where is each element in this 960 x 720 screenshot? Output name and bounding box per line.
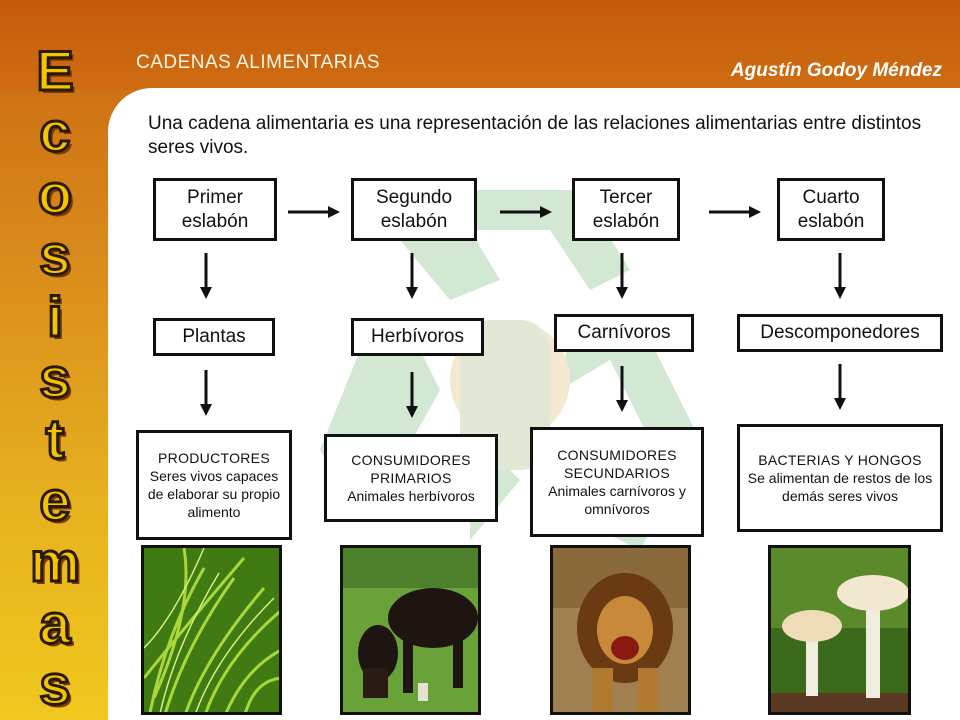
desc-text: Animales carnívoros y omnívoros (548, 483, 686, 517)
arrow-down-icon (834, 253, 846, 299)
arrow-down-icon (200, 253, 212, 299)
side-letter: s (38, 223, 72, 287)
side-letter: E (35, 39, 75, 102)
side-letter: o (36, 161, 73, 225)
side-letter: s (38, 652, 72, 716)
desc-text: Animales herbívoros (347, 488, 475, 504)
side-letter: i (46, 284, 64, 348)
desc-title: BACTERIAS Y HONGOS (758, 452, 922, 468)
side-letter: e (38, 468, 72, 532)
slide-title: CADENAS ALIMENTARIAS (136, 52, 381, 73)
arrow-down-icon (200, 370, 212, 416)
arrow-down-icon (616, 366, 628, 412)
arrow-down-icon (616, 253, 628, 299)
desc-box-consumidores-secundarios: CONSUMIDORES SECUNDARIOS Animales carnív… (530, 427, 704, 537)
desc-title: CONSUMIDORES SECUNDARIOS (557, 447, 677, 481)
author-name: Agustín Godoy Méndez (730, 60, 942, 81)
type-box-carnivoros: Carnívoros (554, 314, 694, 352)
side-letter: m (29, 530, 82, 594)
mushroom-photo (768, 545, 911, 715)
arrow-right-icon (709, 206, 761, 218)
grass-photo (141, 545, 282, 715)
desc-box-consumidores-primarios: CONSUMIDORES PRIMARIOS Animales herbívor… (324, 434, 498, 522)
side-letter: t (44, 407, 66, 471)
type-box-descomponedores: Descomponedores (737, 314, 943, 352)
arrow-down-icon (406, 372, 418, 418)
link-box-fourth: Cuarto eslabón (777, 178, 885, 241)
arrow-right-icon (288, 206, 340, 218)
header-band (0, 0, 960, 90)
intro-text: Una cadena alimentaria es una representa… (148, 113, 922, 158)
desc-text: Seres vivos capaces de elaborar su propi… (147, 468, 281, 520)
type-box-herbivoros: Herbívoros (351, 318, 484, 356)
desc-title: CONSUMIDORES PRIMARIOS (351, 452, 471, 486)
arrow-right-icon (500, 206, 552, 218)
side-letter: a (38, 591, 72, 655)
side-letter: c (38, 100, 72, 164)
cow-photo (340, 545, 481, 715)
type-box-plantas: Plantas (153, 318, 275, 356)
side-letter: s (38, 345, 72, 409)
desc-title: PRODUCTORES (158, 450, 270, 466)
side-title-ecosistemas: E c o s i s t e m a s (20, 39, 90, 716)
desc-text: Se alimentan de restos de los demás sere… (747, 470, 933, 504)
link-box-first: Primer eslabón (153, 178, 277, 241)
desc-box-productores: PRODUCTORES Seres vivos capaces de elabo… (136, 430, 292, 540)
lion-photo (550, 545, 691, 715)
link-box-second: Segundo eslabón (351, 178, 477, 241)
arrow-down-icon (406, 253, 418, 299)
link-box-third: Tercer eslabón (572, 178, 680, 241)
arrow-down-icon (834, 364, 846, 410)
desc-box-bacterias-hongos: BACTERIAS Y HONGOS Se alimentan de resto… (737, 424, 943, 532)
